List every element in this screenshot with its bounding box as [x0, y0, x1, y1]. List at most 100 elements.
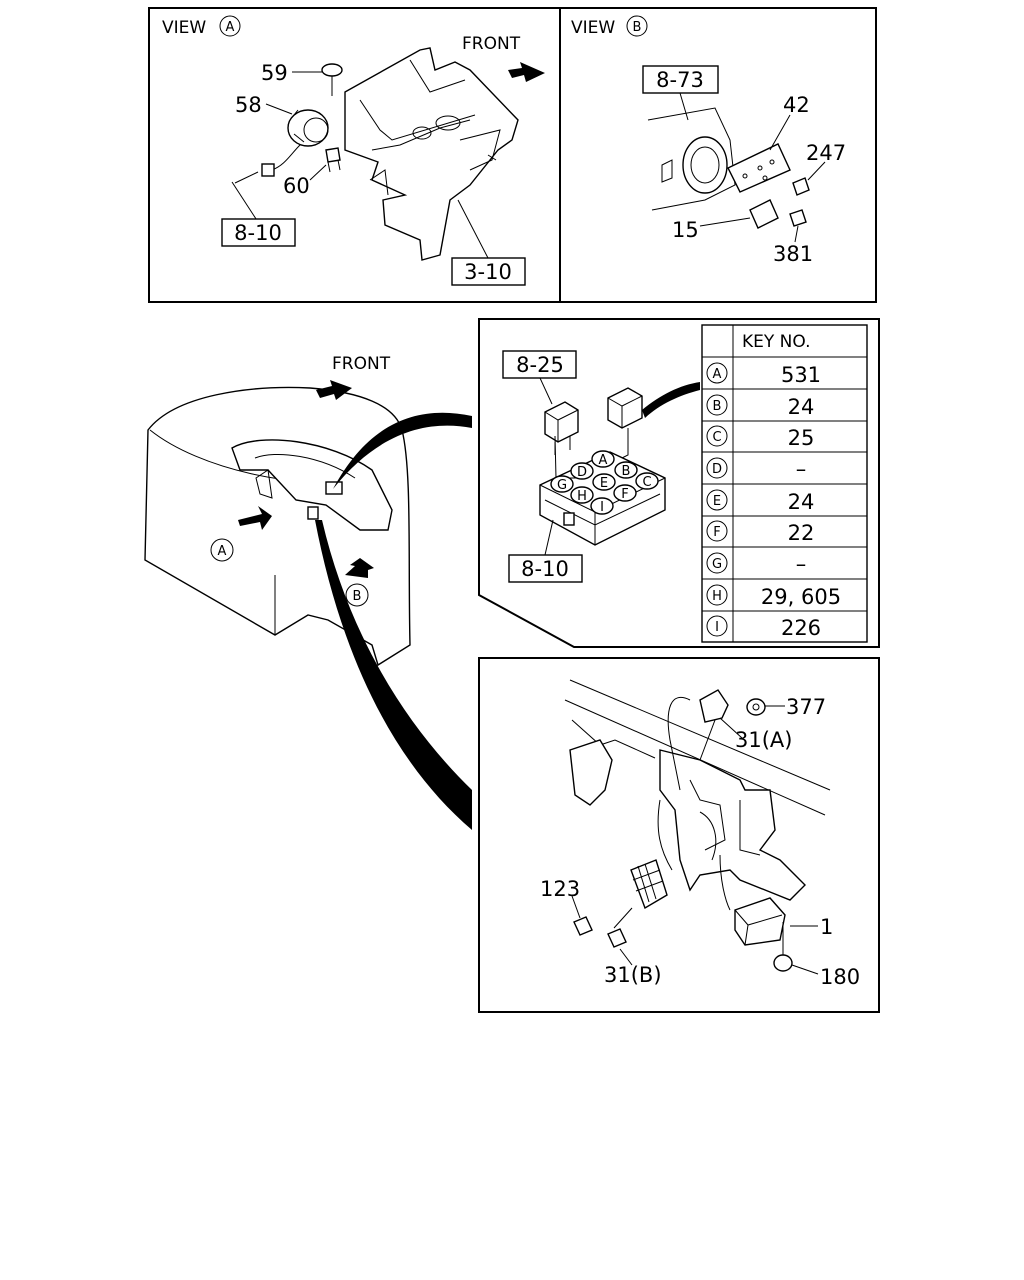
key-value: 531 — [781, 363, 821, 387]
key-value: 226 — [781, 616, 821, 640]
ref-8-10-a: 8-10 — [234, 221, 282, 245]
key-letter: I — [715, 620, 719, 635]
socket-cell — [570, 486, 594, 504]
leader-3-10 — [457, 199, 489, 259]
connector-31a — [699, 689, 729, 723]
arrow-a-circle — [210, 538, 234, 562]
callout-31a: 31(A) — [735, 728, 792, 752]
clip-legs — [327, 159, 341, 173]
ref-box-8-10-a — [221, 218, 296, 247]
key-value: 22 — [788, 521, 815, 545]
key-letter: A — [713, 367, 722, 382]
leader-31b — [619, 948, 633, 966]
socket-cell — [550, 475, 574, 493]
buzzer-connector — [261, 163, 275, 177]
view-a-panel: VIEW A FRONT 59 58 60 8-10 — [148, 7, 561, 303]
key-value: – — [796, 552, 807, 576]
relay-2 — [607, 387, 643, 429]
bracket-ridge — [359, 59, 476, 151]
view-b-letter: B — [633, 20, 642, 35]
buzzer-detail — [289, 109, 305, 143]
socket-cells: A B C D E F G H I — [550, 450, 659, 515]
ref-box-8-73 — [642, 65, 719, 94]
side-plate — [569, 739, 613, 806]
key-letter-circle — [706, 489, 728, 511]
leader-grid — [613, 907, 633, 929]
leader-8-25 — [539, 377, 553, 405]
key-row-g: G – — [702, 552, 867, 580]
socket-label: D — [577, 465, 587, 480]
socket-label: H — [577, 489, 587, 504]
socket-cell — [635, 472, 659, 490]
buzzer-wire — [271, 144, 301, 171]
bracket-hole — [412, 126, 432, 140]
key-letter: C — [712, 430, 721, 445]
key-value: 24 — [788, 395, 815, 419]
leader-8-10 — [231, 181, 259, 223]
key-letter-circle — [706, 394, 728, 416]
plate-hole — [762, 175, 768, 181]
buzzer-face — [303, 117, 329, 143]
harness-line — [571, 719, 656, 759]
part-1-edges — [734, 909, 783, 946]
callout-381: 381 — [773, 242, 813, 266]
callout-42: 42 — [783, 93, 810, 117]
key-row-f: F 22 — [702, 520, 867, 548]
leader-8-10-b — [544, 519, 554, 556]
leader-180 — [791, 964, 819, 975]
plate-hole — [742, 173, 748, 179]
key-row-h: H 29, 605 — [702, 584, 867, 612]
socket-cell — [613, 484, 637, 502]
view-b-arrow-icon — [345, 558, 374, 578]
bracket-body — [344, 47, 519, 261]
key-letter: B — [713, 399, 722, 414]
nut-180 — [773, 954, 793, 972]
panel-nub — [661, 159, 673, 183]
arrow-b-letter: B — [353, 589, 362, 604]
key-letter: F — [713, 525, 720, 540]
key-letter-circle — [706, 584, 728, 606]
key-letter: H — [712, 589, 722, 604]
relay-grid-lines — [632, 863, 664, 903]
main-view: FRONT A B — [144, 354, 472, 830]
ref-box-8-25 — [502, 350, 577, 379]
plate-hole — [769, 159, 775, 165]
key-value: 24 — [788, 490, 815, 514]
leader-123 — [571, 895, 581, 919]
bracket-detail-panel: 377 31(A) 123 1 31(B) 180 — [478, 657, 880, 1013]
socket-cell — [590, 497, 614, 515]
nut-377 — [746, 698, 766, 716]
cluster-slot — [255, 469, 273, 499]
connector-lead — [234, 171, 259, 184]
bracket-folds — [689, 779, 761, 856]
screw-head — [321, 63, 343, 77]
callout-59: 59 — [261, 61, 288, 85]
dashboard-body — [144, 386, 411, 667]
ref-box-3-10 — [451, 257, 526, 286]
view-a-front-label: FRONT — [462, 34, 521, 54]
bracket-frame — [478, 657, 880, 1013]
callout-58: 58 — [235, 93, 262, 117]
ref-3-10: 3-10 — [464, 260, 512, 284]
view-b-frame — [559, 7, 877, 303]
relay-detail-panel: 8-25 A B C D E F G H — [478, 318, 880, 648]
leader-58 — [265, 103, 293, 115]
leader-60 — [309, 164, 327, 181]
key-letter: E — [713, 494, 721, 509]
bolt-381 — [789, 209, 807, 227]
housing-inner — [690, 146, 720, 184]
part-31b — [607, 928, 627, 948]
view-b-title: VIEW — [571, 18, 615, 38]
key-letter-circle — [706, 520, 728, 542]
key-table-header: KEY NO. — [742, 332, 811, 352]
bracket-assembly — [659, 749, 806, 901]
leader-247 — [807, 161, 826, 181]
callout-60: 60 — [283, 174, 310, 198]
key-row-a: A 531 — [702, 362, 867, 390]
key-value: – — [796, 457, 807, 481]
ref-8-10-b: 8-10 — [521, 557, 569, 581]
arrow-b-circle — [345, 583, 369, 607]
key-letter: G — [712, 557, 722, 572]
view-a-title: VIEW — [162, 18, 206, 38]
socket-cell — [614, 461, 638, 479]
